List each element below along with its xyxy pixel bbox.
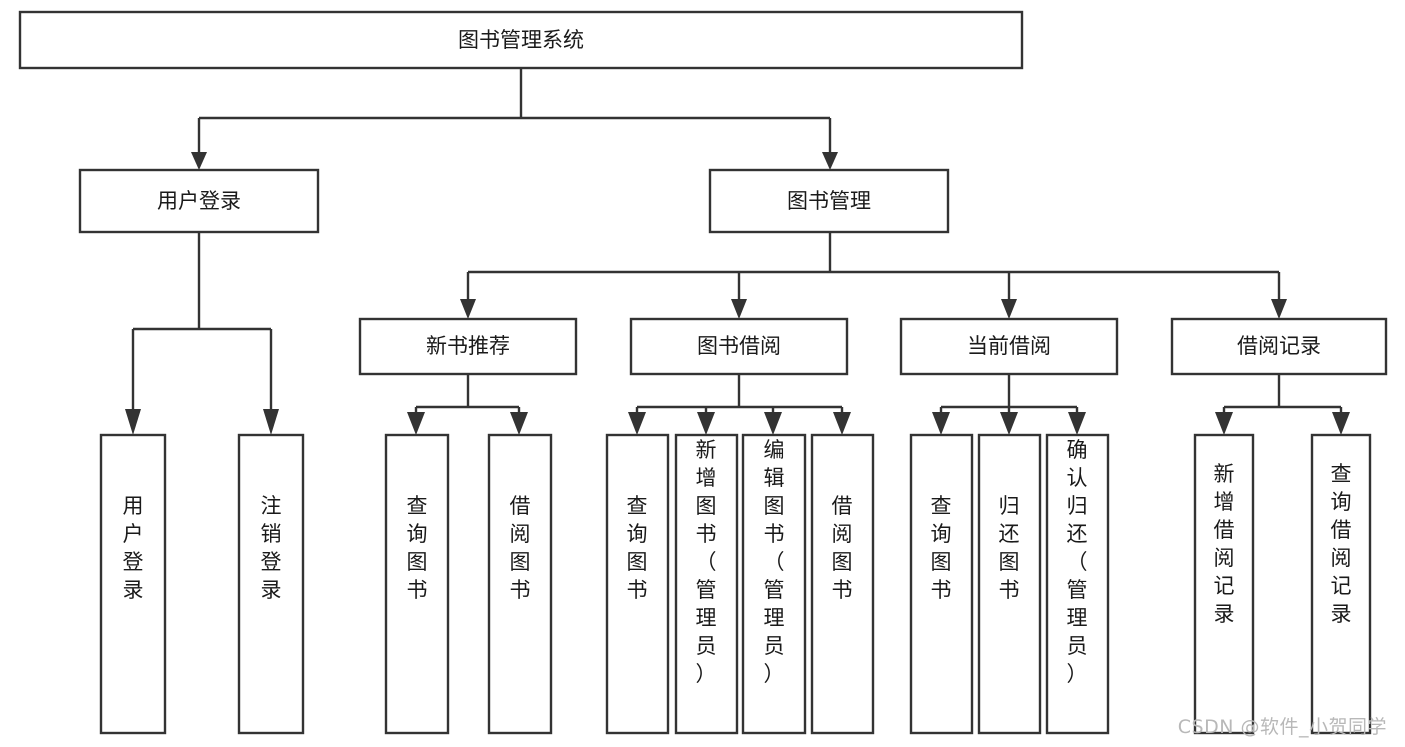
node-bookmgmt-box[interactable] bbox=[708, 168, 950, 234]
node-leaf-borrow-query[interactable]: 查询图书 bbox=[605, 433, 670, 735]
node-leaf-borrow-add[interactable]: 新增图书（管理员） bbox=[674, 433, 739, 735]
node-login[interactable]: 用户登录 bbox=[78, 168, 320, 234]
arrowhead-records-leaf2 bbox=[1332, 412, 1350, 435]
node-leaf-current-return-label: 归还图书 bbox=[999, 494, 1020, 602]
node-leaf-borrow-add-label: 新增图书（管理员） bbox=[696, 438, 717, 686]
node-records-box[interactable] bbox=[1170, 317, 1388, 376]
node-leaf-borrow-edit-box[interactable] bbox=[741, 433, 807, 735]
node-leaf-records-query-box[interactable] bbox=[1310, 433, 1372, 735]
node-leaf-current-confirm[interactable]: 确认归还（管理员） bbox=[1045, 433, 1110, 735]
arrowhead-login-leaf1 bbox=[125, 409, 141, 435]
node-leaf-current-return[interactable]: 归还图书 bbox=[977, 433, 1042, 735]
node-leaf-newbook-borrow-label: 借阅图书 bbox=[510, 494, 531, 602]
node-leaf-borrow-add-box[interactable] bbox=[674, 433, 739, 735]
node-leaf-borrow-query-box[interactable] bbox=[605, 433, 670, 735]
arrowhead-current-leaf3 bbox=[1068, 412, 1086, 435]
node-leaf-current-query-box[interactable] bbox=[909, 433, 974, 735]
node-leaf-records-query-label: 查询借阅记录 bbox=[1331, 462, 1352, 626]
node-leaf-newbook-query-label: 查询图书 bbox=[407, 494, 428, 602]
arrowhead-current-leaf1 bbox=[932, 412, 950, 435]
node-current[interactable]: 当前借阅 bbox=[899, 317, 1119, 376]
node-newbook[interactable]: 新书推荐 bbox=[358, 317, 578, 376]
arrowhead-to-login bbox=[191, 152, 207, 170]
node-leaf-current-confirm-label: 确认归还（管理员） bbox=[1067, 438, 1088, 686]
node-leaf-current-query[interactable]: 查询图书 bbox=[909, 433, 974, 735]
node-borrow-box[interactable] bbox=[629, 317, 849, 376]
connector-layer bbox=[125, 68, 1350, 435]
node-leaf-current-query-label: 查询图书 bbox=[931, 494, 952, 602]
node-leaf-current-confirm-box[interactable] bbox=[1045, 433, 1110, 735]
node-leaf-newbook-borrow[interactable]: 借阅图书 bbox=[487, 433, 553, 735]
node-bookmgmt[interactable]: 图书管理 bbox=[708, 168, 950, 234]
node-newbook-box[interactable] bbox=[358, 317, 578, 376]
node-bookmgmt-label: 图书管理 bbox=[787, 189, 871, 213]
node-leaf-newbook-query[interactable]: 查询图书 bbox=[384, 433, 450, 735]
node-login-box[interactable] bbox=[78, 168, 320, 234]
node-leaf-current-return-box[interactable] bbox=[977, 433, 1042, 735]
node-leaf-records-query[interactable]: 查询借阅记录 bbox=[1310, 433, 1372, 735]
node-leaf-borrow-query-label: 查询图书 bbox=[627, 494, 648, 602]
arrowhead-borrow-leaf3 bbox=[764, 412, 782, 435]
arrowhead-current-leaf2 bbox=[1000, 412, 1018, 435]
node-leaf-borrow-borrow-label: 借阅图书 bbox=[832, 494, 853, 602]
node-root[interactable]: 图书管理系统 bbox=[18, 10, 1024, 70]
node-leaf-user-login[interactable]: 用户登录 bbox=[99, 433, 167, 735]
node-leaf-user-login-box[interactable] bbox=[99, 433, 167, 735]
node-leaf-newbook-borrow-box[interactable] bbox=[487, 433, 553, 735]
arrowhead-newbook-leaf2 bbox=[510, 412, 528, 435]
node-records[interactable]: 借阅记录 bbox=[1170, 317, 1388, 376]
arrowhead-to-borrow bbox=[731, 299, 747, 319]
node-leaf-borrow-edit[interactable]: 编辑图书（管理员） bbox=[741, 433, 807, 735]
node-leaf-records-add[interactable]: 新增借阅记录 bbox=[1193, 433, 1255, 735]
node-records-label: 借阅记录 bbox=[1237, 334, 1321, 358]
arrowhead-to-current bbox=[1001, 299, 1017, 319]
node-leaf-records-add-label: 新增借阅记录 bbox=[1214, 462, 1235, 626]
node-borrow-label: 图书借阅 bbox=[697, 334, 781, 358]
node-leaf-user-logout[interactable]: 注销登录 bbox=[237, 433, 305, 735]
node-login-label: 用户登录 bbox=[157, 189, 241, 213]
arrowhead-newbook-leaf1 bbox=[407, 412, 425, 435]
node-leaf-newbook-query-box[interactable] bbox=[384, 433, 450, 735]
arrowhead-borrow-leaf2 bbox=[697, 412, 715, 435]
node-leaf-user-login-label: 用户登录 bbox=[123, 494, 144, 602]
node-current-box[interactable] bbox=[899, 317, 1119, 376]
arrowhead-to-records bbox=[1271, 299, 1287, 319]
arrowhead-to-newbook bbox=[460, 299, 476, 319]
node-leaf-borrow-edit-label: 编辑图书（管理员） bbox=[764, 438, 785, 686]
node-borrow[interactable]: 图书借阅 bbox=[629, 317, 849, 376]
arrowhead-login-leaf2 bbox=[263, 409, 279, 435]
node-newbook-label: 新书推荐 bbox=[426, 334, 510, 358]
node-leaf-borrow-borrow[interactable]: 借阅图书 bbox=[810, 433, 875, 735]
node-root-box[interactable] bbox=[18, 10, 1024, 70]
arrowhead-borrow-leaf4 bbox=[833, 412, 851, 435]
arrowhead-to-bookmgmt bbox=[822, 152, 838, 170]
arrowhead-borrow-leaf1 bbox=[628, 412, 646, 435]
node-leaf-user-logout-box[interactable] bbox=[237, 433, 305, 735]
node-root-label: 图书管理系统 bbox=[458, 28, 584, 52]
node-leaf-borrow-borrow-box[interactable] bbox=[810, 433, 875, 735]
arrowhead-records-leaf1 bbox=[1215, 412, 1233, 435]
node-leaf-records-add-box[interactable] bbox=[1193, 433, 1255, 735]
node-leaf-user-logout-label: 注销登录 bbox=[261, 494, 282, 602]
node-current-label: 当前借阅 bbox=[967, 334, 1051, 358]
